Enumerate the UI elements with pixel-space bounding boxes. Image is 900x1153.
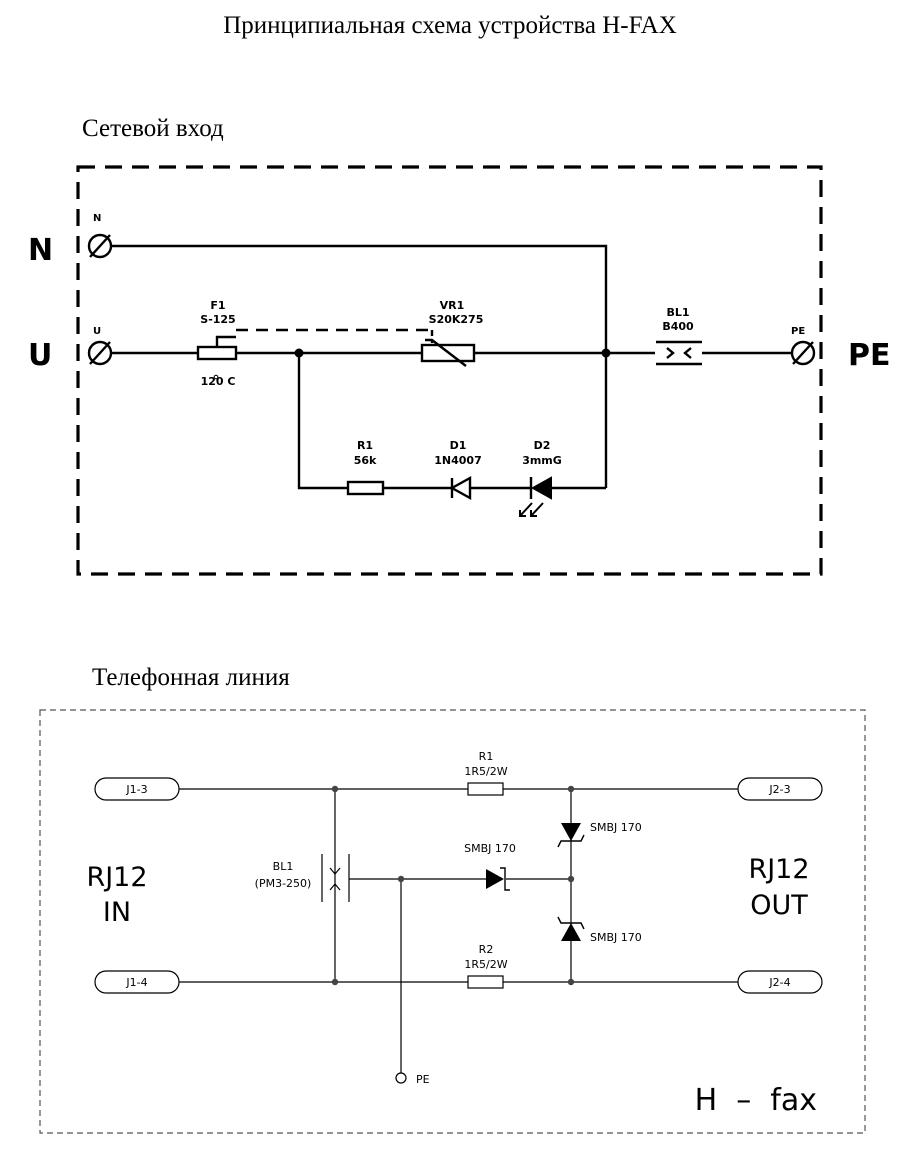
arrester-bl1-line (321, 854, 350, 902)
varistor-vr1 (420, 338, 476, 367)
varistor-vr1-value: S20K275 (429, 313, 484, 326)
junction-dot (331, 978, 339, 986)
junction-dot (331, 785, 339, 793)
connector-j1-4-label: J1-4 (125, 976, 147, 989)
diode-d1-value: 1N4007 (434, 454, 481, 467)
power-enclosure-border (76, 165, 823, 576)
resistor-r2-line-ref: R2 (479, 943, 494, 956)
phone-section-title: Телефонная линия (92, 664, 290, 691)
power-wires (111, 244, 792, 490)
resistor-r2-line (467, 975, 504, 989)
fuse-f1-temp: 120 C (201, 375, 236, 388)
diode-d1-ref: D1 (450, 439, 467, 452)
phase-label: U (28, 338, 52, 373)
rj12-in-label-line1: RJ12 (86, 862, 147, 893)
terminal-n-label: N (93, 213, 101, 224)
power-section-title: Сетевой вход (82, 115, 224, 142)
arrester-bl1 (656, 340, 702, 366)
rj12-out-label-line1: RJ12 (748, 854, 809, 885)
resistor-r1-line (467, 782, 504, 796)
fuse-f1-ref: F1 (210, 299, 225, 312)
terminal-n (87, 233, 113, 259)
pe-terminal (395, 1072, 407, 1084)
phone-enclosure-border (39, 709, 866, 1134)
connector-j2-4-label: J2-4 (768, 976, 790, 989)
connector-j2-3-label: J2-3 (768, 783, 790, 796)
degree-sign (213, 374, 219, 380)
junction-dot (567, 875, 575, 883)
terminal-u (87, 340, 113, 366)
phone-line-section: Телефонная линия J1-3 J1-4 J2-3 J2-4 (39, 664, 866, 1134)
tvs-diode-middle (486, 867, 510, 891)
junction-dot (397, 875, 405, 883)
led-d2-ref: D2 (534, 439, 551, 452)
terminal-pe (790, 340, 816, 366)
neutral-label: N (28, 233, 53, 268)
arrester-bl1-line-ref: BL1 (273, 860, 294, 873)
tvs-diode-bottom-label: SMBJ 170 (590, 931, 642, 944)
rj12-in-label-line2: IN (103, 897, 131, 928)
arrester-bl1-value: B400 (662, 320, 694, 333)
junction-dot (601, 348, 611, 358)
led-d2-value: 3mmG (522, 454, 562, 467)
phone-wires (179, 788, 738, 1073)
rj12-out-label-line2: OUT (750, 890, 808, 921)
tvs-diode-middle-label: SMBJ 170 (464, 842, 516, 855)
resistor-r2-line-value: 1R5/2W (464, 958, 507, 971)
resistor-r1 (346, 480, 385, 496)
resistor-r1-value: 56k (354, 454, 377, 467)
pe-terminal-label: PE (416, 1073, 430, 1086)
terminal-pe-label: PE (791, 326, 805, 337)
led-d2 (519, 476, 552, 517)
tvs-diode-bottom (557, 916, 585, 941)
connector-j1-3-label: J1-3 (125, 783, 147, 796)
fuse-f1 (196, 328, 434, 361)
resistor-r1-line-value: 1R5/2W (464, 765, 507, 778)
terminal-u-label: U (93, 326, 101, 337)
junction-dot (567, 785, 575, 793)
arrester-bl1-ref: BL1 (666, 306, 689, 319)
brand-label: H – fax (695, 1083, 817, 1118)
arrester-bl1-line-value: (PM3-250) (255, 877, 312, 890)
varistor-vr1-ref: VR1 (440, 299, 465, 312)
tvs-diode-top-label: SMBJ 170 (590, 821, 642, 834)
resistor-r1-ref: R1 (357, 439, 373, 452)
junction-dot (294, 348, 304, 358)
junction-dot (567, 978, 575, 986)
power-input-section: Сетевой вход N U PE N U PE (28, 115, 890, 576)
page-title: Принципиальная схема устройства H-FAX (223, 12, 677, 39)
tvs-diode-top (557, 823, 585, 848)
fuse-f1-value: S-125 (200, 313, 235, 326)
diode-d1 (449, 475, 472, 501)
resistor-r1-line-ref: R1 (479, 750, 494, 763)
pe-label: PE (848, 338, 890, 373)
